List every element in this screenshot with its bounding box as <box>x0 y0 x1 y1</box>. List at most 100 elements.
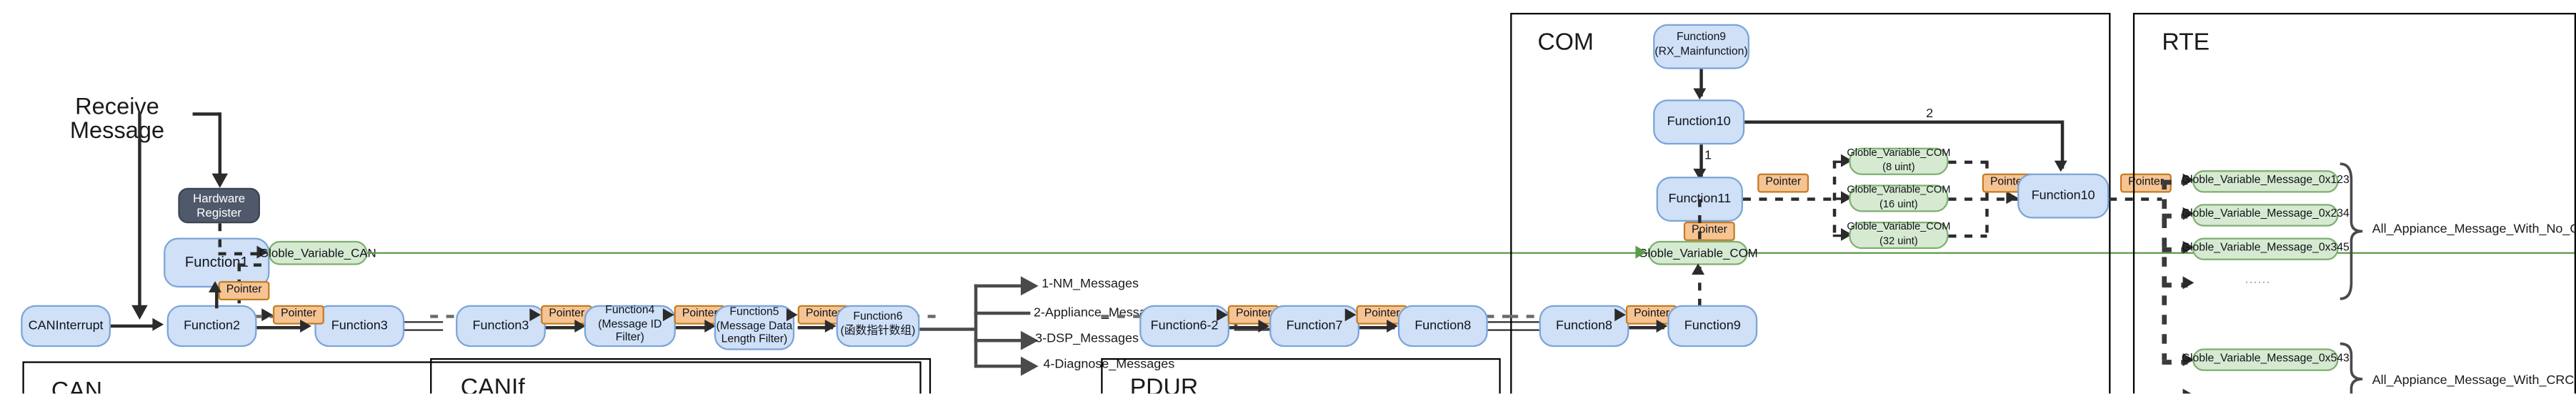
pdur-function6-2-box[interactable]: Function6-2 <box>1139 305 1229 348</box>
com-globle-var-8uint-line1: Globle_Variable_COM <box>1847 148 1951 160</box>
rte-group-crc-label: All_Appiance_Message_With_CRC <box>2372 373 2575 388</box>
can-function3-box[interactable]: Function3 <box>314 305 405 348</box>
com-function9-box[interactable]: Function9 <box>1667 305 1758 348</box>
can-pointer-2[interactable]: Pointer <box>272 305 325 325</box>
rte-pointer-label: Pointer <box>2128 177 2165 188</box>
com-globle-variable-com-box[interactable]: Globle_Variable_COM <box>1638 240 1758 265</box>
canif-pointer-1-label: Pointer <box>549 308 585 320</box>
can-pointer-1[interactable]: Pointer <box>218 281 270 301</box>
f11-dashed-to-gv16 <box>1832 197 1846 200</box>
com-globle-var-16uint-line1: Globle_Variable_COM <box>1847 185 1951 197</box>
pdur-f8-out-a <box>1487 321 1539 323</box>
arrow-com-f8-f9 <box>1656 319 1668 333</box>
pdur-pointer-2-label: Pointer <box>1364 308 1400 320</box>
pdur-function8-box[interactable]: Function8 <box>1397 305 1488 348</box>
f11-dashed-out <box>1742 197 1835 200</box>
arrow-function2-function3 <box>300 319 311 333</box>
can-function1-box[interactable]: Function1 <box>164 237 270 288</box>
com-edge-label-2: 2 <box>1921 106 1938 121</box>
pdur-f8-out-b <box>1487 329 1539 331</box>
globle-variable-can-box[interactable]: Globle_Variable_CAN <box>259 240 376 265</box>
com-pointer-f11-down[interactable]: Pointer <box>1683 221 1736 241</box>
rte-msg-0x345-box[interactable]: Globle_Variable_Message_0x345 <box>2182 237 2350 260</box>
line-com-f8-f9 <box>1629 325 1664 329</box>
line-caninterrupt-function2 <box>111 324 156 327</box>
canif-branch-label-1: 1-NM_Messages <box>1042 276 1139 291</box>
canif-function4-line2: (Message ID Filter) <box>598 319 662 345</box>
com-function9-label: Function9 <box>1684 317 1741 333</box>
com-function9-main-box[interactable]: Function9 (RX_Mainfunction) <box>1653 24 1749 69</box>
com-edge2-arrow <box>2054 160 2067 172</box>
arrow-f9-to-gvcom <box>1692 263 1705 275</box>
com-pointer-f11-right[interactable]: Pointer <box>1757 173 1809 193</box>
line-canif-f5-f6 <box>797 325 834 329</box>
canif-function6-box[interactable]: Function6 (函数指针数组) <box>836 305 920 348</box>
module-canif-label: CANIf <box>461 374 525 394</box>
f11-dashed-to-gv8 <box>1832 160 1846 163</box>
com-pointer-f8-label: Pointer <box>1634 308 1670 320</box>
gv16-dashed-merge <box>1948 197 2018 200</box>
canif-function5-line2: (Message Data <box>716 320 793 333</box>
com-globle-var-8uint-box[interactable]: Globle_Variable_COM (8 uint) <box>1847 147 1951 175</box>
com-edge2-vertical <box>2060 120 2064 169</box>
com-function10-top-label: Function10 <box>1667 114 1731 129</box>
pdur-function7-label: Function7 <box>1286 317 1343 333</box>
com-globle-var-32uint-box[interactable]: Globle_Variable_COM (32 uint) <box>1847 221 1951 250</box>
canif-pointer-1[interactable]: Pointer <box>541 305 593 325</box>
canif-function3-box[interactable]: Function3 <box>456 305 546 348</box>
arrow-to-hardware-register <box>211 173 229 188</box>
receive-message-label-line1: Receive <box>75 94 159 121</box>
rte-msg-0x123-box[interactable]: Globle_Variable_Message_0x123 <box>2182 170 2350 193</box>
arrow-canif-pointer-2 <box>662 308 674 322</box>
f9-dashed-up-to-gvcom <box>1698 266 1701 315</box>
canif-branch-arrow-3 <box>1020 330 1039 350</box>
com-edge2-horizontal <box>1744 120 2063 123</box>
gv8-dashed-merge <box>1948 160 1987 163</box>
canif-branch-arrow-4 <box>1020 356 1039 376</box>
module-canif <box>430 358 932 394</box>
rte-ellipsis-2: ...... <box>2245 388 2272 394</box>
module-rte-label: RTE <box>2162 29 2210 56</box>
rte-msg-0x543-label: Globle_Variable_Message_0x543 <box>2181 353 2350 365</box>
pdur-function7-box[interactable]: Function7 <box>1269 305 1359 348</box>
f11-dashed-down-to-gvcom <box>1698 199 1701 240</box>
can-pointer-2-label: Pointer <box>281 308 317 320</box>
receive-line-horizontal <box>192 112 220 115</box>
com-pointer-f10-left-label: Pointer <box>1990 177 2026 188</box>
com-globle-var-16uint-box[interactable]: Globle_Variable_COM (16 uint) <box>1847 184 1951 212</box>
com-function8-box[interactable]: Function8 <box>1539 305 1629 348</box>
canif-branch-label-3: 3-DSP_Messages <box>1035 330 1139 345</box>
rte-dashed-to-ellipsis-1 <box>2162 282 2188 287</box>
arrow-function2-function1 <box>209 281 222 292</box>
module-can-label: CAN <box>51 378 102 394</box>
arrow-com-pointer-f8 <box>1614 308 1626 322</box>
canif-branch-vertical <box>974 284 978 365</box>
module-label-text-can: CAN <box>51 377 103 394</box>
canif-pointer-3-label: Pointer <box>805 308 842 320</box>
com-function10-right-box[interactable]: Function10 <box>2017 173 2110 219</box>
com-function8-label: Function8 <box>1556 317 1612 333</box>
canif-function5-box[interactable]: Function5 (Message Data Length Filter) <box>714 305 795 350</box>
can-interrupt-box[interactable]: CANInterrupt <box>21 305 111 348</box>
canif-function4-box[interactable]: Function4 (Message ID Filter) <box>584 305 676 348</box>
arrow-canif-f3-f4 <box>574 319 586 333</box>
can-function2-label: Function2 <box>184 317 241 333</box>
com-function10-top-box[interactable]: Function10 <box>1653 99 1745 145</box>
rte-msg-0x234-box[interactable]: Globle_Variable_Message_0x234 <box>2182 204 2350 227</box>
com-globle-var-16uint-line2: (16 uint) <box>1879 198 1918 210</box>
arrow-hwreg-to-globlevarcan <box>256 245 269 259</box>
f11-dashed-to-gv32 <box>1832 234 1846 237</box>
rte-msg-0x345-label: Globle_Variable_Message_0x345 <box>2181 242 2350 254</box>
line-function2-function3 <box>256 325 302 329</box>
can-f3-out-line-a <box>404 321 444 323</box>
canif-branch-line-3 <box>974 338 1026 343</box>
com-function9-main-line2: (RX_Mainfunction) <box>1654 46 1748 58</box>
hardware-register-line1: Hardware <box>193 190 246 205</box>
hwreg-dashed-down <box>218 223 221 254</box>
com-globle-var-32uint-line1: Globle_Variable_COM <box>1847 222 1951 234</box>
rte-msg-0x543-box[interactable]: Globle_Variable_Message_0x543 <box>2182 348 2350 371</box>
hardware-register-box[interactable]: Hardware Register <box>178 187 260 224</box>
can-function2-box[interactable]: Function2 <box>166 305 257 348</box>
arrow-to-can-pointer-2 <box>261 308 273 322</box>
receive-line-down-left <box>138 112 141 314</box>
